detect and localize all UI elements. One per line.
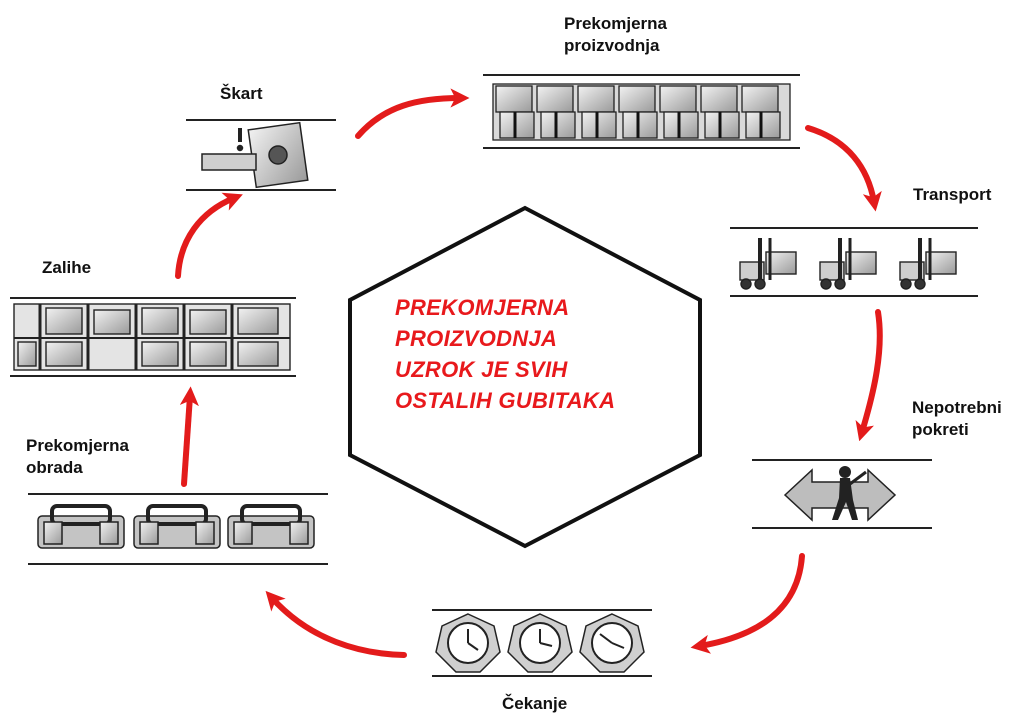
stacked-boxes-conveyor-icon <box>492 83 791 141</box>
label-zalihe: Zalihe <box>42 258 92 277</box>
panel-nepotrebni-pokreti <box>752 459 932 529</box>
label-transport: Transport <box>913 185 992 204</box>
center-line: UZROK JE SVIH <box>395 357 568 382</box>
forklift-icon <box>739 238 957 290</box>
label-prekomjerna-proizvodnja: Prekomjerna proizvodnja <box>564 14 667 55</box>
center-hexagon-icon <box>348 205 702 549</box>
center-statement: PREKOMJERNA PROIZVODNJA UZROK JE SVIH OS… <box>395 292 645 416</box>
panel-prekomjerna-obrada <box>28 493 328 565</box>
panel-prekomjerna-proizvodnja <box>483 74 800 149</box>
arrow-cekanje-to-obrada <box>265 590 407 658</box>
panel-skart <box>186 119 336 191</box>
center-line: PROIZVODNJA <box>395 326 558 351</box>
label-skart: Škart <box>220 84 263 103</box>
defective-part-icon <box>201 121 309 189</box>
label-nepotrebni-pokreti: Nepotrebni pokreti <box>912 398 1002 439</box>
walking-worker-arrows-icon <box>783 466 897 522</box>
panel-cekanje <box>432 609 652 677</box>
label-prekomjerna-obrada: Prekomjerna obrada <box>26 436 129 477</box>
clock-icon <box>435 613 645 673</box>
arrow-pokreti-to-cekanje <box>690 553 805 654</box>
panel-zalihe <box>10 297 296 377</box>
arrow-zalihe-to-skart <box>175 192 243 279</box>
clamp-part-icon <box>37 504 315 549</box>
panel-transport <box>730 227 978 297</box>
arrow-skart-to-proizvodnja <box>355 88 470 139</box>
center-line: PREKOMJERNA <box>395 295 570 320</box>
cycle-arrows <box>175 88 883 658</box>
arrow-obrada-to-zalihe <box>179 386 199 487</box>
warehouse-shelves-icon <box>13 303 291 371</box>
arrow-transport-to-pokreti <box>855 309 883 442</box>
center-line: OSTALIH GUBITAKA <box>395 388 616 413</box>
label-cekanje: Čekanje <box>502 694 568 713</box>
arrow-proizvodnja-to-transport <box>805 125 882 212</box>
